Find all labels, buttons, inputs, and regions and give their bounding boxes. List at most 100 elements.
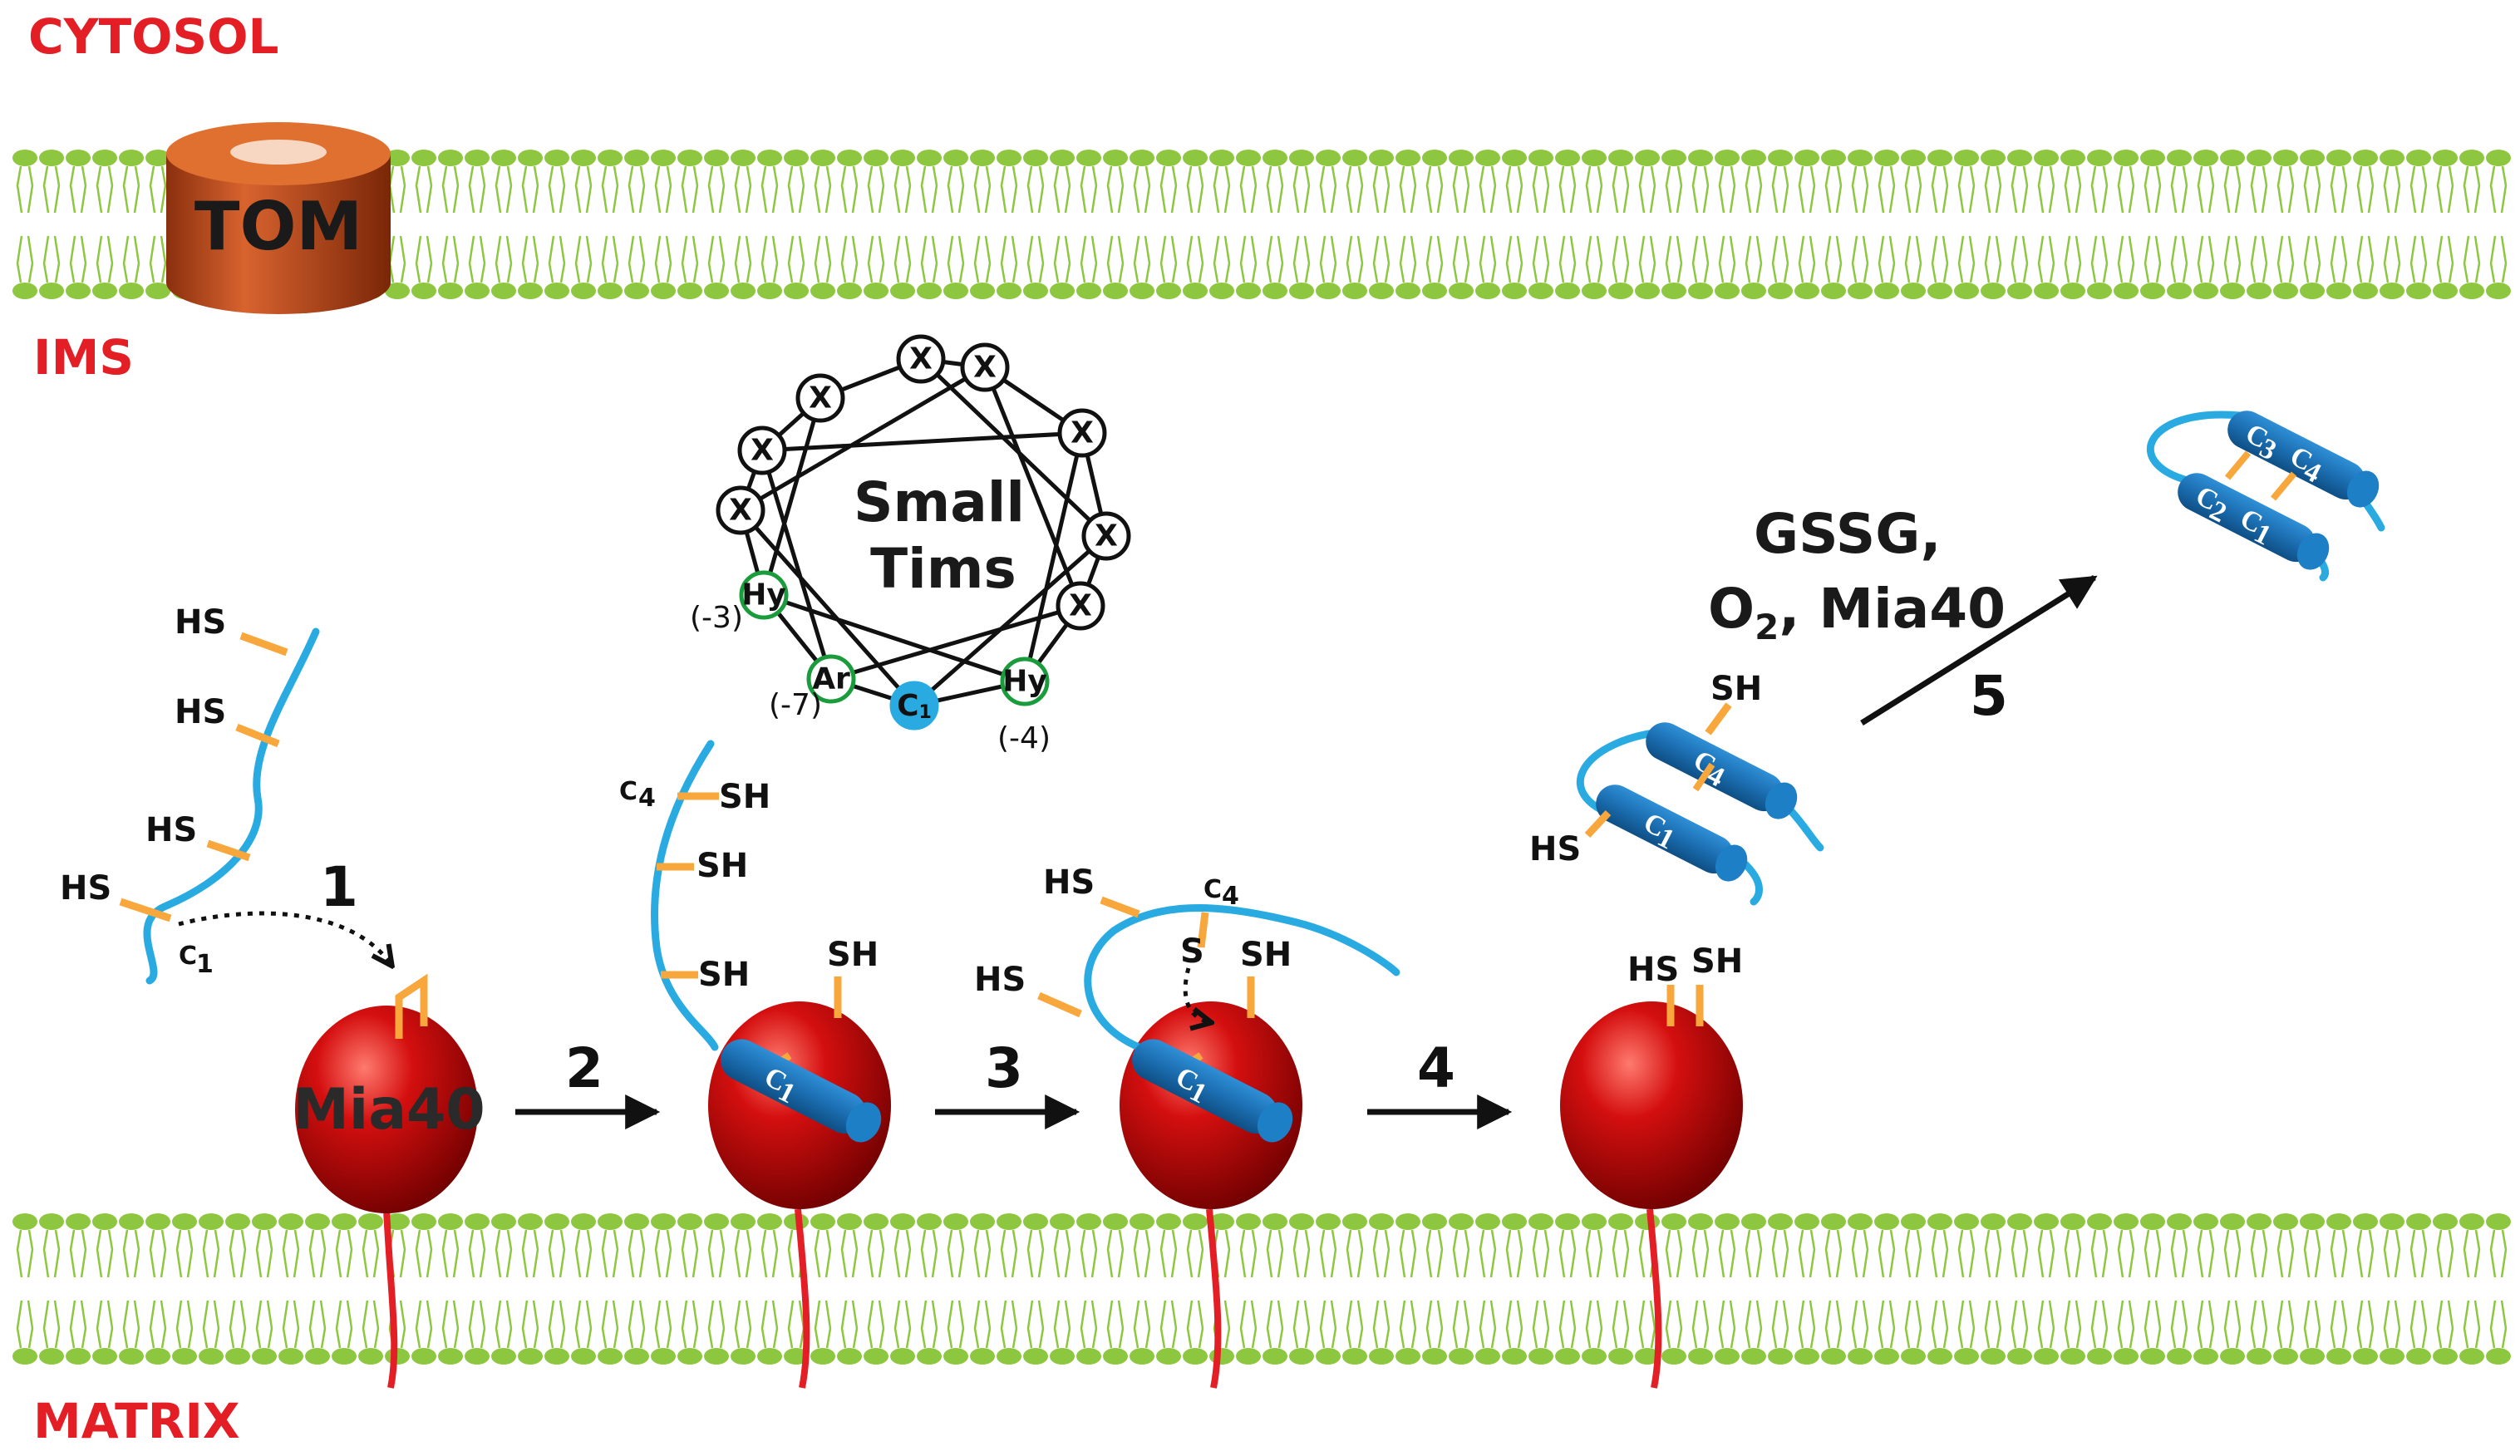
wheel-title-line1: Small: [854, 470, 1025, 534]
lipid-head: [1183, 150, 1208, 166]
lipid-tail: [1984, 165, 2002, 214]
stage1-hs-4: HS: [60, 869, 111, 908]
lipid-head: [1395, 1348, 1420, 1365]
lipid-head: [2193, 283, 2218, 299]
lipid-tail: [2409, 235, 2428, 283]
lipid-head: [2007, 1213, 2032, 1230]
lipid-tail: [96, 1300, 114, 1349]
lipid-head: [2114, 1348, 2139, 1365]
lipid-tail: [69, 1229, 87, 1278]
lipid-tail: [840, 1300, 859, 1349]
lipid-head: [731, 150, 756, 166]
lipid-head: [598, 1348, 623, 1365]
lipid-tail: [1452, 1229, 1470, 1278]
lipid-head: [810, 150, 835, 166]
lipid-tail: [1532, 165, 1550, 214]
lipid-head: [1848, 1348, 1873, 1365]
lipid-head: [39, 1348, 64, 1365]
lipid-head: [2459, 1348, 2484, 1365]
lipid-head: [997, 1348, 1021, 1365]
lipid-tail: [893, 165, 912, 214]
lipid-head: [2433, 1213, 2458, 1230]
lipid-head: [2140, 1213, 2165, 1230]
stage3-s: S: [1180, 932, 1204, 971]
lipid-tail: [1931, 1229, 1949, 1278]
lipid-tail: [1957, 235, 1976, 283]
lipid-tail: [1957, 1229, 1976, 1278]
lipid-tail: [282, 1300, 300, 1349]
lipid-tail: [760, 235, 779, 283]
lipid-tail: [734, 1229, 752, 1278]
lipid-tail: [1558, 1300, 1577, 1349]
lipid-head: [1794, 1213, 1819, 1230]
lipid-head: [2114, 283, 2139, 299]
lipid-head: [438, 283, 463, 299]
lipid-head: [2167, 1213, 2192, 1230]
stage2-mia-sh: SH: [827, 936, 879, 974]
lipid-tail: [1691, 1300, 1710, 1349]
lipid-head: [2433, 283, 2458, 299]
lipid-head: [2486, 1348, 2511, 1365]
lipid-head: [2353, 1348, 2378, 1365]
lipid-tail: [840, 165, 859, 214]
lipid-tail: [1771, 1300, 1789, 1349]
lipid-tail: [2064, 1229, 2082, 1278]
lipid-tail: [1824, 1300, 1843, 1349]
lipid-head: [1262, 283, 1287, 299]
lipid-head: [2247, 1348, 2271, 1365]
lipid-head: [39, 283, 64, 299]
stage3-cys4-c: C: [1203, 875, 1222, 904]
lipid-head: [544, 1348, 569, 1365]
lipid-head: [438, 1213, 463, 1230]
lipid-head: [1422, 150, 1447, 166]
lipid-head: [1050, 150, 1075, 166]
lipid-head: [1768, 1213, 1793, 1230]
lipid-tail: [2011, 1229, 2029, 1278]
lipid-head: [970, 1348, 995, 1365]
lipid-head: [1715, 1213, 1740, 1230]
lipid-head: [465, 283, 490, 299]
wheel-residue-label: X: [729, 494, 752, 528]
lipid-tail: [893, 1229, 912, 1278]
lipid-tail: [2330, 1229, 2348, 1278]
lipid-tail: [1585, 235, 1603, 283]
lipid-head: [1608, 283, 1633, 299]
lipid-head: [1901, 283, 1926, 299]
lipid-tail: [2143, 1229, 2162, 1278]
lipid-tail: [1585, 1229, 1603, 1278]
lipid-head: [1582, 283, 1607, 299]
lipid-tail: [308, 1229, 327, 1278]
lipid-tail: [628, 235, 646, 283]
lipid-tail: [1771, 235, 1789, 283]
lipid-head: [119, 1213, 144, 1230]
lipid-tail: [1718, 1300, 1736, 1349]
lipid-head: [1289, 1348, 1314, 1365]
tom-complex: TOM: [166, 122, 391, 314]
lipid-head: [199, 1213, 224, 1230]
wheel-residue-label: X: [973, 351, 997, 385]
lipid-tail: [1851, 1229, 1869, 1278]
wheel-residue-label: X: [1095, 519, 1118, 553]
mia40-stage1: Mia40: [293, 973, 485, 1389]
lipid-head: [757, 283, 782, 299]
lipid-head: [2326, 150, 2351, 166]
stage2-sh-3: SH: [698, 956, 750, 994]
lipid-tail: [1000, 165, 1018, 214]
lipid-tail: [1745, 235, 1763, 283]
lipid-head: [2486, 1213, 2511, 1230]
lipid-head: [1209, 283, 1234, 299]
lipid-head: [1661, 150, 1686, 166]
lipid-tail: [2436, 1300, 2454, 1349]
lipid-tail: [1745, 1300, 1763, 1349]
lipid-head: [1475, 283, 1500, 299]
lipid-head: [1741, 150, 1766, 166]
lipid-tail: [2409, 1229, 2428, 1278]
lipid-tail: [1239, 1229, 1258, 1278]
lipid-tail: [1080, 1300, 1098, 1349]
lipid-tail: [1425, 235, 1444, 283]
lipid-tail: [548, 235, 566, 283]
lipid-tail: [42, 1300, 61, 1349]
lipid-tail: [973, 165, 992, 214]
lipid-head: [571, 150, 596, 166]
lipid-tail: [947, 1229, 965, 1278]
